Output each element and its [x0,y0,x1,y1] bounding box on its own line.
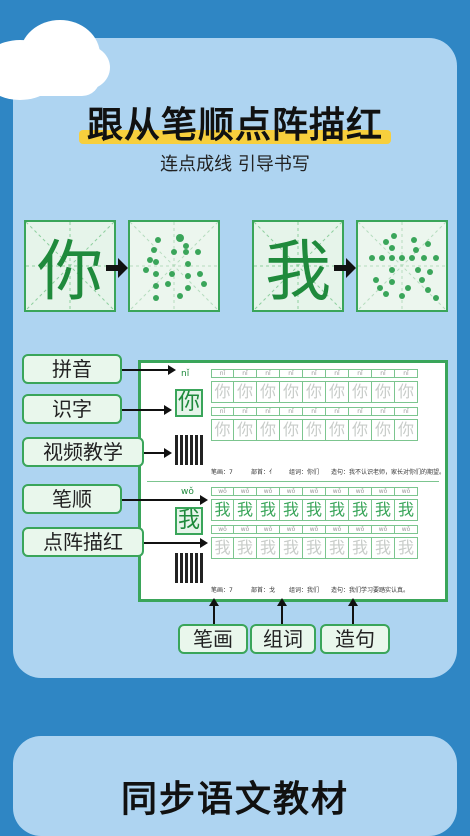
arrow-right-icon [122,405,172,415]
label-zaoju: 造句 [320,624,390,654]
label-shizi: 识字 [22,394,122,424]
header: 跟从笔顺点阵描红 [0,96,470,148]
qr-code-icon [175,553,205,583]
arrow-right-icon [144,538,208,548]
char1-pinyin: nǐ [181,369,190,379]
arrow-up-icon [209,598,219,624]
char1-stroke-box: 你 [175,389,203,417]
char2-stroke-box: 我 [175,507,203,535]
example-char: 我 [265,233,331,310]
char2-dot-trace-row: 我我 我我 我我 我我 我 [211,537,418,559]
arrow-right-icon [106,258,128,278]
char1-trace-row: 你你 你你 你你 你你 你 [211,419,418,441]
char1-trace-row: 你你 你你 你你 你你 你 [211,381,418,403]
char2-pinyin: wǒ [181,487,194,497]
next-section-title: 同步语文教材 [120,779,349,820]
divider [147,481,439,482]
arrow-up-icon [277,598,287,624]
char1-pinyin-row: nǐ nǐ nǐ nǐ nǐ nǐ nǐ nǐ nǐ [211,369,418,378]
example-dots-cell [128,220,220,312]
dot-matrix-char [130,222,218,310]
dot-matrix-char [358,222,446,310]
tianzige-grid [254,222,342,310]
arrow-right-icon [144,448,172,458]
example-dots-cell [356,220,448,312]
worksheet-preview: nǐ 你 nǐ nǐ nǐ nǐ nǐ nǐ nǐ nǐ nǐ 你你 你你 你你… [138,360,448,602]
label-video: 视频教学 [22,437,144,467]
char2-stroke-order-row: 我我 我我 我我 我我 我 [211,499,418,521]
example-char-cell: 我 [252,220,344,312]
arrow-right-icon [334,258,356,278]
arrow-right-icon [122,495,208,505]
page-title: 跟从笔顺点阵描红 [78,96,391,148]
example-char: 你 [37,233,103,310]
label-bihua: 笔画 [178,624,248,654]
label-zuci: 组词 [250,624,316,654]
label-bishun: 笔顺 [22,484,122,514]
qr-code-icon [175,435,205,465]
arrow-right-icon [122,365,176,375]
page-subtitle: 连点成线 引导书写 [160,154,310,175]
arrow-up-icon [348,598,358,624]
label-dianzhen: 点阵描红 [22,527,144,557]
example-char-cell: 你 [24,220,116,312]
label-pinyin: 拼音 [22,354,122,384]
tianzige-grid [26,222,114,310]
